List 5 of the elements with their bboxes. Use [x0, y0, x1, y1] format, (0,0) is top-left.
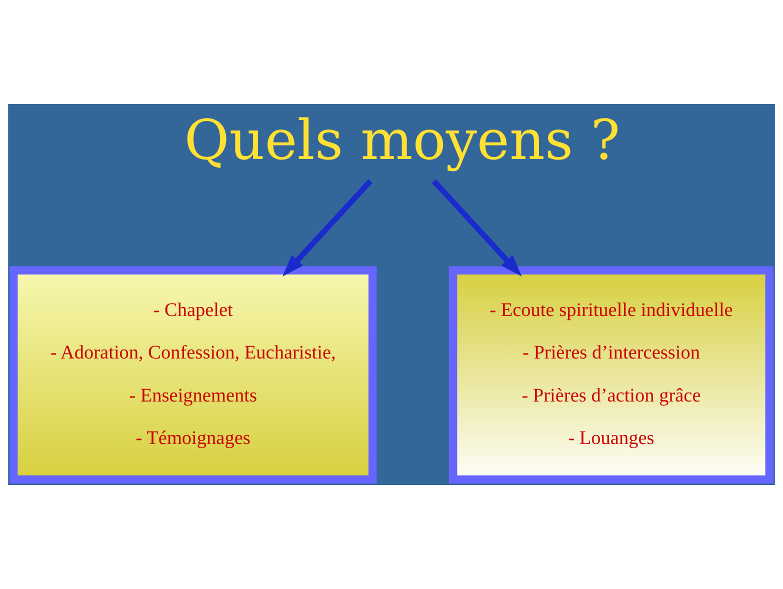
node-box: - Ecoute spirituelle individuelle - Prières d’intercession - Prières d’action grâce - Louanges — [448, 266, 774, 484]
node-text: Quels moyens ? — [184, 108, 620, 172]
arrow — [432, 179, 522, 277]
arrow — [282, 179, 372, 277]
node-box: - Chapelet - Adoration, Confession, Eucharistie, - Enseignements - Témoignages — [9, 266, 377, 484]
